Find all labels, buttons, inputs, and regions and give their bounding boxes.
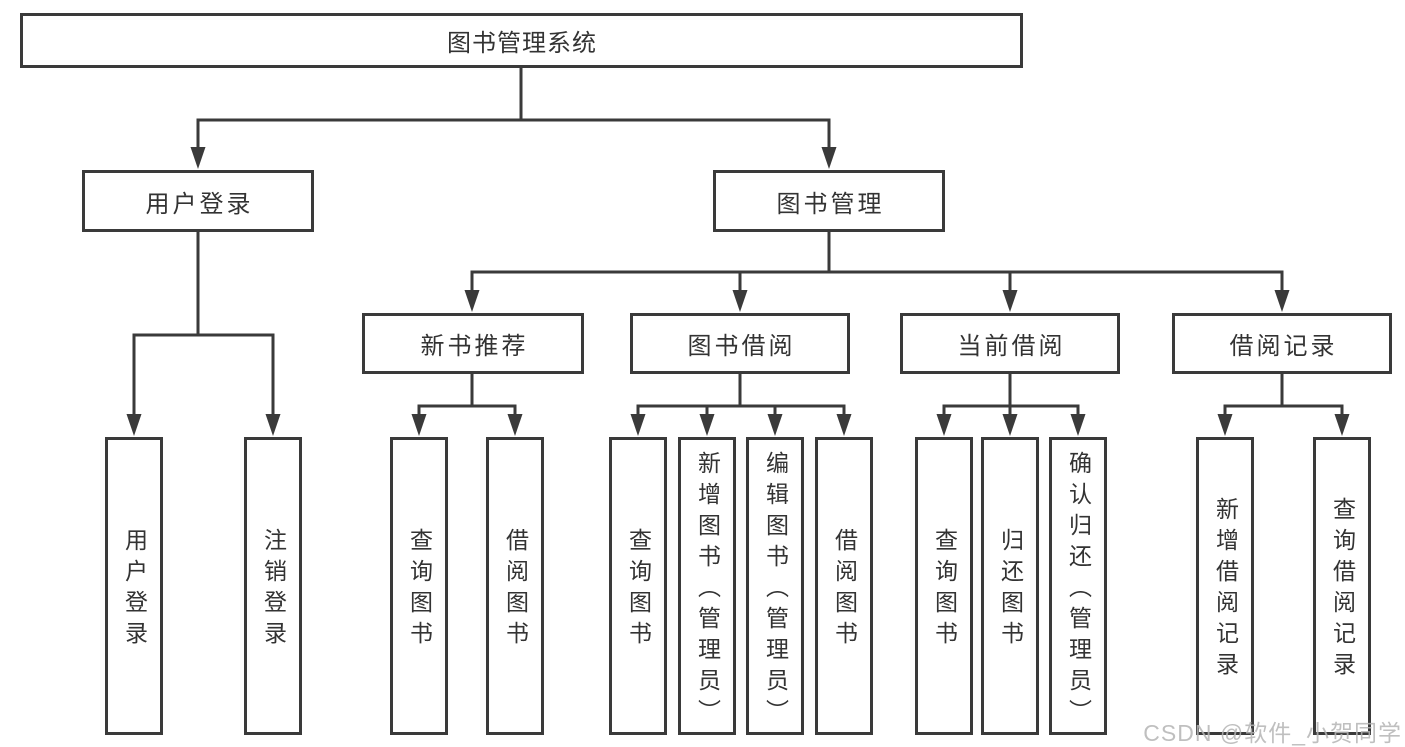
leaf-borrow-add-books-admin: 新增图书（管理员） (678, 437, 736, 735)
leaf-records-query-record: 查询借阅记录 (1313, 437, 1371, 735)
leaf-recommend-borrow-books: 借阅图书 (486, 437, 544, 735)
leaf-borrow-query-books: 查询图书 (609, 437, 667, 735)
node-book-borrow: 图书借阅 (630, 313, 850, 374)
leaf-logout: 注销登录 (244, 437, 302, 735)
node-borrow-records: 借阅记录 (1172, 313, 1392, 374)
leaf-recommend-query-books: 查询图书 (390, 437, 448, 735)
leaf-user-login: 用户登录 (105, 437, 163, 735)
node-current-borrow: 当前借阅 (900, 313, 1120, 374)
node-book-management: 图书管理 (713, 170, 945, 232)
leaf-current-return-books: 归还图书 (981, 437, 1039, 735)
leaf-borrow-edit-books-admin: 编辑图书（管理员） (746, 437, 804, 735)
node-new-book-recommend: 新书推荐 (362, 313, 584, 374)
leaf-borrow-borrow-books: 借阅图书 (815, 437, 873, 735)
leaf-current-confirm-return-admin: 确认归还（管理员） (1049, 437, 1107, 735)
watermark-csdn: CSDN @软件_小贺同学 (1143, 720, 1402, 746)
leaf-current-query-books: 查询图书 (915, 437, 973, 735)
node-user-login: 用户登录 (82, 170, 314, 232)
leaf-records-add-record: 新增借阅记录 (1196, 437, 1254, 735)
node-library-system: 图书管理系统 (20, 13, 1023, 68)
